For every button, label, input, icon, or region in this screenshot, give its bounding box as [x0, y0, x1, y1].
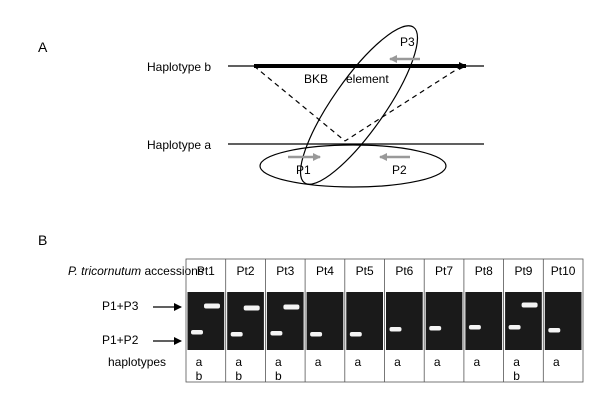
accession-label: Pt5 [356, 264, 374, 278]
accession-label: Pt7 [435, 264, 453, 278]
gel-lane [187, 292, 225, 350]
accessions-suffix: accessions [141, 264, 204, 278]
band-haplotype-a [349, 332, 362, 337]
haplotype-a-value: a [434, 355, 441, 369]
haplotype-a-value: a [354, 355, 361, 369]
element-label-bkb: BKB [304, 72, 328, 86]
gel-lane [266, 292, 304, 350]
accession-label: Pt10 [551, 264, 576, 278]
haplotype-a-value: a [474, 355, 481, 369]
accession-label: Pt4 [316, 264, 334, 278]
gel-lane [346, 292, 383, 350]
haplotype-a-label: Haplotype a [147, 138, 211, 152]
insertion-dash-left [253, 65, 346, 142]
band-haplotype-a [270, 331, 283, 336]
gel-lane [306, 292, 344, 350]
haplotypes-row-label: haplotypes [108, 355, 166, 369]
panel-a-label: A [38, 39, 48, 55]
gel-lanes: Pt1abPt2abPt3abPt4aPt5aPt6aPt7aPt8aPt9ab… [187, 259, 582, 383]
amplicon-p1-p3-ellipse [299, 25, 419, 185]
row-label-p1-p3: P1+P3 [102, 299, 139, 313]
haplotype-a-value: a [235, 355, 242, 369]
haplotype-a-value: a [394, 355, 401, 369]
accession-label: Pt2 [237, 264, 255, 278]
haplotype-a-value: a [196, 355, 203, 369]
haplotype-b-value: b [196, 369, 203, 383]
accessions-header: P. tricornutum accessions [68, 264, 204, 278]
band-haplotype-a [548, 328, 561, 333]
band-haplotype-a [468, 325, 481, 330]
haplotype-b-value: b [235, 369, 242, 383]
gel-lane [425, 292, 463, 350]
haplotype-a-value: a [513, 355, 520, 369]
haplotype-b-value: b [275, 369, 282, 383]
accession-label: Pt1 [197, 264, 215, 278]
gel-lane [386, 292, 423, 350]
band-haplotype-b [521, 302, 538, 308]
gel-lane [544, 292, 582, 350]
amplicon-p1-p2-ellipse [259, 144, 447, 188]
haplotype-a-value: a [275, 355, 282, 369]
species-name: P. tricornutum [68, 264, 141, 278]
band-haplotype-a [191, 330, 203, 335]
accession-label: Pt9 [514, 264, 532, 278]
primer-p3-label: P3 [400, 35, 415, 49]
panel-b-label: B [38, 232, 47, 248]
band-haplotype-b [283, 304, 300, 310]
row-label-p1-p2: P1+P2 [102, 333, 139, 347]
haplotype-b-label: Haplotype b [147, 60, 211, 74]
band-haplotype-a [310, 332, 323, 337]
primer-p1-label: P1 [296, 163, 311, 177]
band-haplotype-a [230, 332, 243, 337]
accession-label: Pt8 [475, 264, 493, 278]
band-haplotype-a [508, 325, 521, 330]
gel-lane [227, 292, 264, 350]
haplotype-a-value: a [553, 355, 560, 369]
accession-label: Pt6 [395, 264, 413, 278]
haplotype-b-value: b [513, 369, 520, 383]
primer-p2-label: P2 [392, 163, 407, 177]
band-haplotype-a [429, 326, 442, 331]
gel-lane [505, 292, 542, 350]
band-haplotype-b [243, 305, 260, 311]
gel-lane [465, 292, 503, 350]
haplotype-a-value: a [315, 355, 322, 369]
band-haplotype-b [204, 303, 220, 309]
band-haplotype-a [389, 327, 402, 332]
element-label-element: element [346, 72, 389, 86]
accession-label: Pt3 [276, 264, 294, 278]
